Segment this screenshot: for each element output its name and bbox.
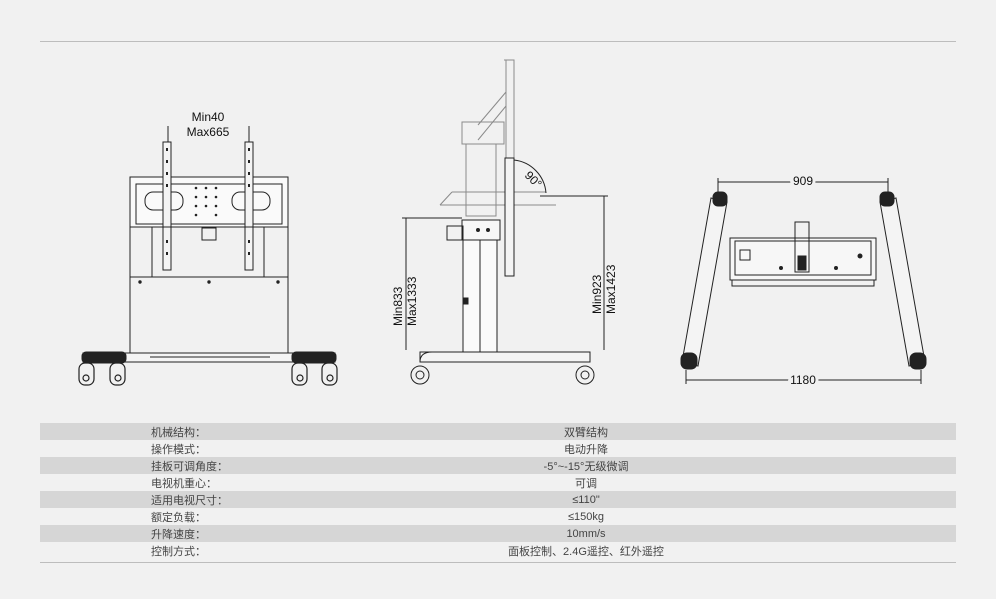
technical-drawing: Min40 Max665 xyxy=(78,59,927,390)
spec-row: 操作模式： 电动升降 xyxy=(40,440,956,457)
bottom-width-dim: 1180 xyxy=(790,373,816,387)
spec-row: 额定负载： ≤150kg xyxy=(40,508,956,525)
tilt-angle: 90° xyxy=(522,168,545,191)
spec-row: 机械结构： 双臂结构 xyxy=(40,423,956,440)
side-left-dim-min: Min833 xyxy=(391,286,405,326)
side-left-dim-max: Max1333 xyxy=(405,276,419,326)
spec-value: 面板控制、2.4G遥控、红外遥控 xyxy=(508,545,664,558)
spec-row: 控制方式： 面板控制、2.4G遥控、红外遥控 xyxy=(40,542,956,559)
spec-label: 机械结构： xyxy=(151,426,206,439)
side-right-dim-min: Min923 xyxy=(590,274,604,314)
spec-value: ≤110" xyxy=(572,493,600,506)
spec-label: 控制方式： xyxy=(151,545,206,558)
spec-value: ≤150kg xyxy=(567,510,604,523)
spec-row: 挂板可调角度： -5°~-15°无级微调 xyxy=(40,457,956,474)
side-right-dim-max: Max1423 xyxy=(604,264,618,314)
spec-label: 操作模式： xyxy=(151,443,206,456)
front-dim-max: Max665 xyxy=(187,125,230,139)
top-view: 909 1180 xyxy=(680,171,927,390)
front-view: Min40 Max665 xyxy=(78,110,338,386)
top-divider xyxy=(40,41,956,42)
spec-label: 电视机重心： xyxy=(151,477,217,490)
spec-row: 适用电视尺寸： ≤110" xyxy=(40,491,956,508)
bottom-divider xyxy=(40,562,956,563)
spec-label: 升降速度： xyxy=(151,528,206,541)
spec-table: 机械结构： 双臂结构 操作模式： 电动升降 挂板可调角度： -5°~-15°无级… xyxy=(40,423,956,559)
spec-label: 适用电视尺寸： xyxy=(151,494,228,507)
side-view: 90° Min833 Max1333 Min923 Max1423 xyxy=(391,59,618,385)
front-dim-min: Min40 xyxy=(192,110,225,124)
spec-value: 双臂结构 xyxy=(564,426,608,439)
spec-value: -5°~-15°无级微调 xyxy=(543,460,629,473)
spec-label: 额定负载： xyxy=(151,511,206,524)
spec-value: 10mm/s xyxy=(566,527,606,540)
spec-row: 升降速度： 10mm/s xyxy=(40,525,956,542)
top-width-dim: 909 xyxy=(793,174,813,188)
spec-value: 可调 xyxy=(575,477,597,490)
spec-value: 电动升降 xyxy=(564,443,608,456)
spec-row: 电视机重心： 可调 xyxy=(40,474,956,491)
spec-label: 挂板可调角度： xyxy=(151,460,228,473)
